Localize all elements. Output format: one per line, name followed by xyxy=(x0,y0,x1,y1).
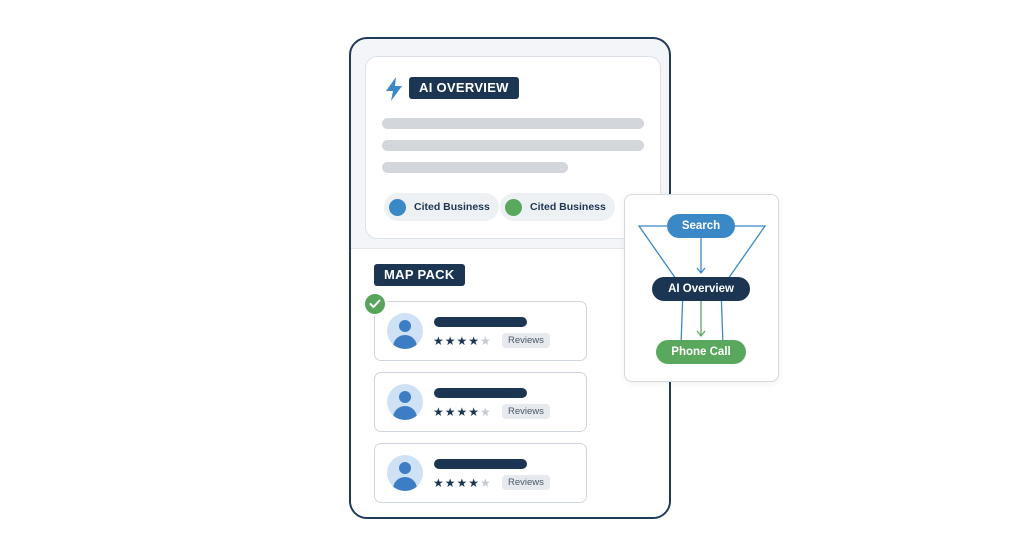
funnel-diagram-card: Search AI Overview Phone Call xyxy=(624,194,779,382)
skeleton-line xyxy=(382,118,644,129)
star-rating: ★★★★★ xyxy=(433,405,492,419)
reviews-badge: Reviews xyxy=(502,333,550,348)
star-rating: ★★★★★ xyxy=(433,334,492,348)
ai-overview-label: AI OVERVIEW xyxy=(409,77,519,99)
cited-business-pill[interactable]: Cited Business xyxy=(500,193,615,221)
avatar-icon xyxy=(387,384,423,420)
skeleton-line xyxy=(382,140,644,151)
reviews-badge: Reviews xyxy=(502,475,550,490)
funnel-step-ai-overview: AI Overview xyxy=(652,277,750,301)
funnel-step-phone-call: Phone Call xyxy=(656,340,746,364)
avatar-icon xyxy=(387,313,423,349)
green-dot-icon xyxy=(505,198,522,216)
business-name-placeholder xyxy=(434,388,527,398)
cited-business-pill[interactable]: Cited Business xyxy=(384,193,499,221)
funnel-step-search: Search xyxy=(667,214,735,238)
avatar-icon xyxy=(387,455,423,491)
phone-mockup: AI OVERVIEW Cited Business Cited Busines… xyxy=(349,37,671,519)
funnel-connectors xyxy=(637,225,767,346)
blue-dot-icon xyxy=(389,198,406,216)
reviews-badge: Reviews xyxy=(502,404,550,419)
business-name-placeholder xyxy=(434,317,527,327)
map-pack-label: MAP PACK xyxy=(374,264,465,286)
verified-check-icon xyxy=(363,292,387,316)
business-listing[interactable]: ★★★★★ Reviews xyxy=(374,301,587,361)
lightning-bolt-icon xyxy=(386,77,402,101)
star-rating: ★★★★★ xyxy=(433,476,492,490)
map-pack-section: MAP PACK ★★★★★ Reviews ★★★★★ Reviews ★★★… xyxy=(351,248,669,517)
business-listing[interactable]: ★★★★★ Reviews xyxy=(374,372,587,432)
skeleton-line xyxy=(382,162,568,173)
business-listing[interactable]: ★★★★★ Reviews xyxy=(374,443,587,503)
ai-overview-card: AI OVERVIEW Cited Business Cited Busines… xyxy=(365,56,661,239)
cited-business-label: Cited Business xyxy=(530,201,606,213)
business-name-placeholder xyxy=(434,459,527,469)
cited-business-label: Cited Business xyxy=(414,201,490,213)
